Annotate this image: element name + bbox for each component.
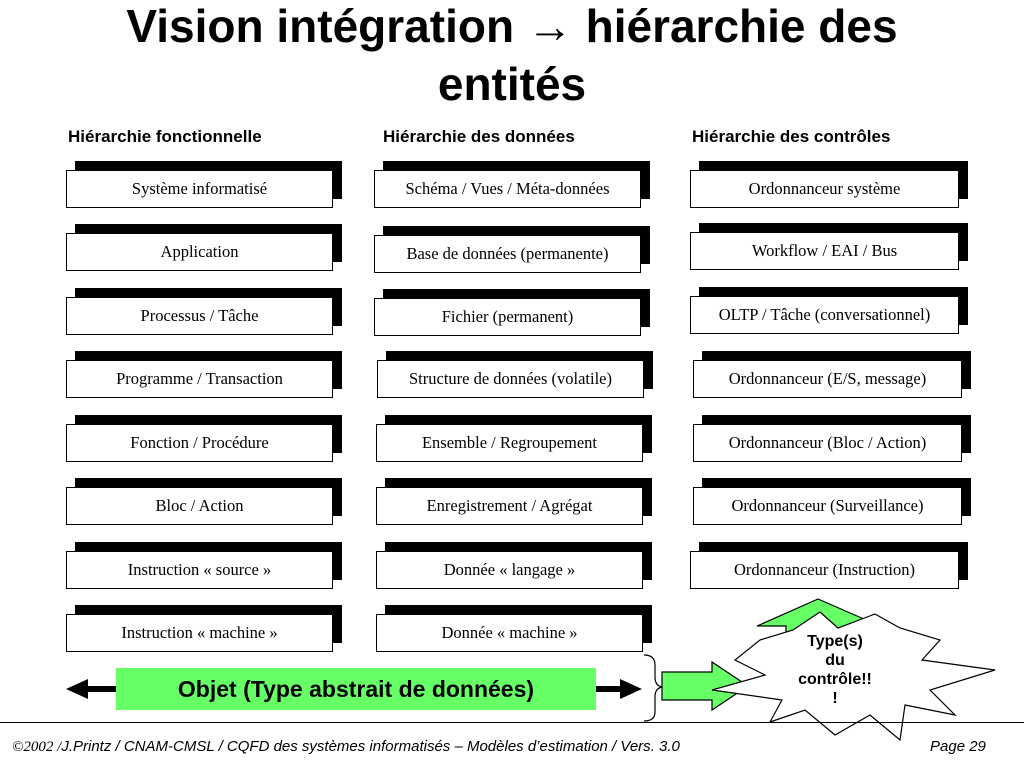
data-box-1: Schéma / Vues / Méta-données xyxy=(374,170,641,208)
side-arrow-icon xyxy=(661,660,750,712)
objet-label: Objet (Type abstrait de données) xyxy=(116,668,596,710)
left-arrow-shaft xyxy=(86,686,118,692)
burst-line1: Type(s) xyxy=(807,633,863,650)
page-number: Page 29 xyxy=(930,738,986,755)
burst-line2: du xyxy=(825,652,845,669)
heading-controls: Hiérarchie des contrôles xyxy=(692,127,891,146)
control-box-1: Ordonnanceur système xyxy=(690,170,959,208)
functional-box-7: Instruction « source » xyxy=(66,551,333,589)
functional-box-8: Instruction « machine » xyxy=(66,614,333,652)
right-arrow-head-icon xyxy=(620,679,642,699)
heading-data: Hiérarchie des données xyxy=(383,127,575,146)
footer-credits: J.Printz / CNAM-CMSL / CQFD des systèmes… xyxy=(61,738,680,755)
data-box-2: Base de données (permanente) xyxy=(374,235,641,273)
control-box-6: Ordonnanceur (Surveillance) xyxy=(693,487,962,525)
data-box-4: Structure de données (volatile) xyxy=(377,360,644,398)
functional-box-4: Programme / Transaction xyxy=(66,360,333,398)
data-box-3: Fichier (permanent) xyxy=(374,298,641,336)
control-box-5: Ordonnanceur (Bloc / Action) xyxy=(693,424,962,462)
burst-line3: contrôle!! xyxy=(798,671,872,688)
control-box-2: Workflow / EAI / Bus xyxy=(690,232,959,270)
footer-text: ©2002 /J.Printz / CNAM-CMSL / CQFD des s… xyxy=(12,738,680,756)
data-box-7: Donnée « langage » xyxy=(376,551,643,589)
control-box-3: OLTP / Tâche (conversationnel) xyxy=(690,296,959,334)
control-box-4: Ordonnanceur (E/S, message) xyxy=(693,360,962,398)
footer-copyright: ©2002 / xyxy=(12,739,62,755)
slide-title-line1: Vision intégration → hiérarchie des xyxy=(126,0,898,52)
burst-label: Type(s) du contrôle!! ! xyxy=(770,632,900,708)
right-brace-icon xyxy=(643,654,665,722)
functional-box-1: Système informatisé xyxy=(66,170,333,208)
slide-title-line2: entités xyxy=(437,58,587,110)
functional-box-5: Fonction / Procédure xyxy=(66,424,333,462)
control-box-7: Ordonnanceur (Instruction) xyxy=(690,551,959,589)
functional-box-3: Processus / Tâche xyxy=(66,297,333,335)
heading-functional: Hiérarchie fonctionnelle xyxy=(68,127,262,146)
footer-divider xyxy=(0,722,1024,723)
functional-box-6: Bloc / Action xyxy=(66,487,333,525)
data-box-8: Donnée « machine » xyxy=(376,614,643,652)
functional-box-2: Application xyxy=(66,233,333,271)
right-arrow-shaft xyxy=(594,686,622,692)
burst-line4: ! xyxy=(832,690,838,707)
left-arrow-head-icon xyxy=(66,679,88,699)
data-box-5: Ensemble / Regroupement xyxy=(376,424,643,462)
data-box-6: Enregistrement / Agrégat xyxy=(376,487,643,525)
